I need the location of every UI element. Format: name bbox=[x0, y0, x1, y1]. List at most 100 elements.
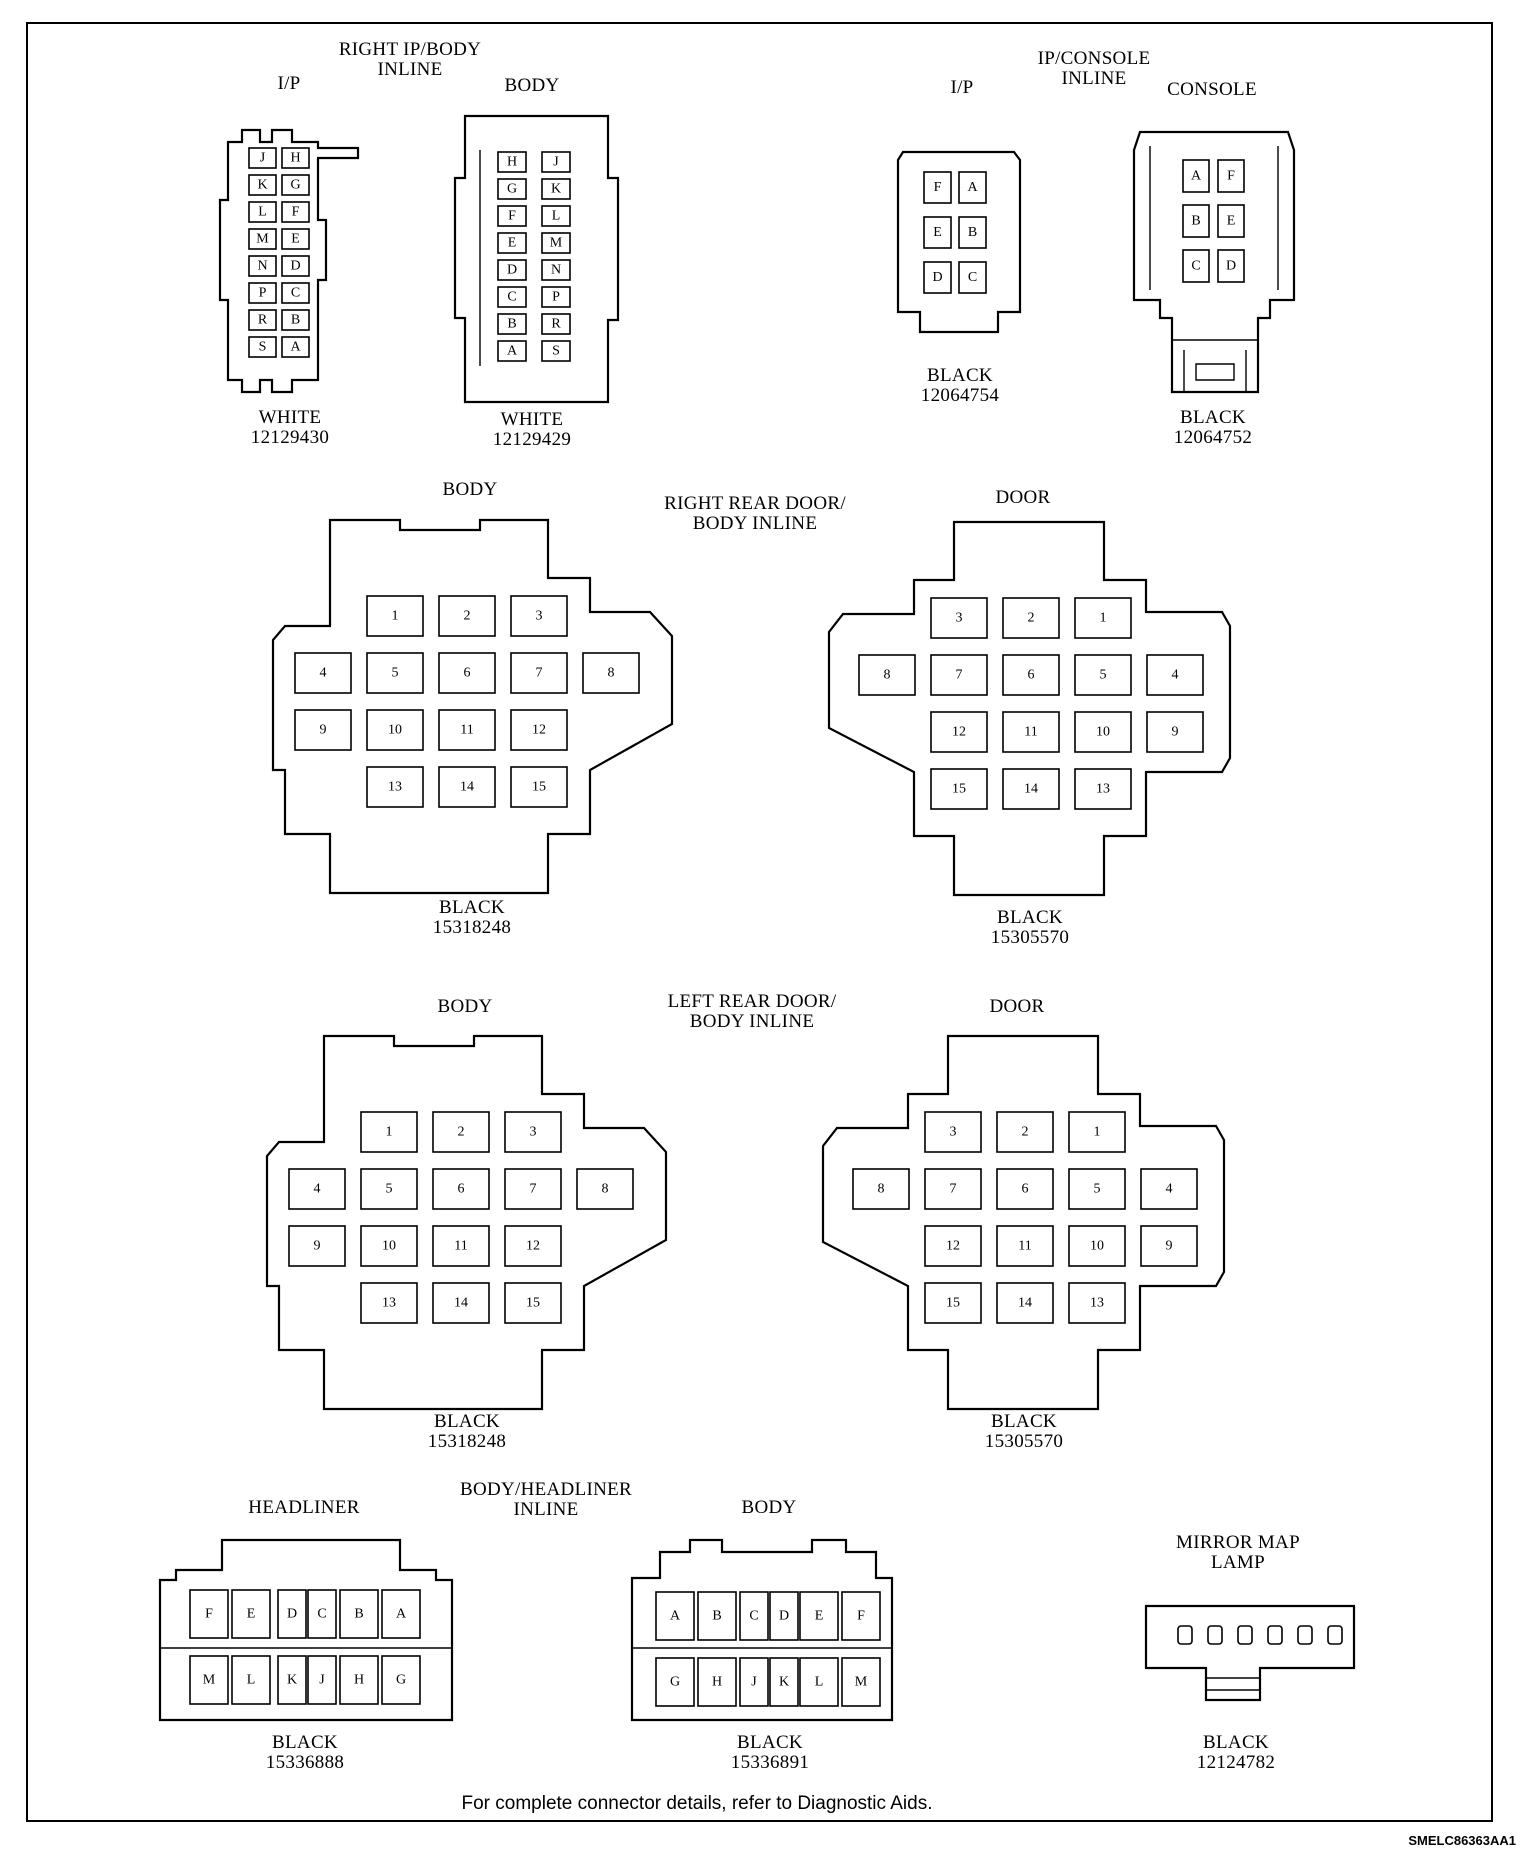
ipb-ip-pin-N: N bbox=[248, 255, 277, 277]
mirror-cavity bbox=[1297, 1625, 1313, 1645]
pin-label: D bbox=[779, 1609, 789, 1624]
rr-body-pin-15: 15 bbox=[510, 766, 568, 808]
ipb-ip-pin-S: S bbox=[248, 336, 277, 358]
pin-label: 2 bbox=[464, 609, 471, 624]
pin-label: 14 bbox=[460, 780, 474, 795]
cavity-box bbox=[1002, 768, 1060, 810]
pin-label: F bbox=[508, 209, 516, 224]
cavity-box bbox=[248, 201, 277, 223]
bh-headliner-pin-B: B bbox=[339, 1589, 379, 1639]
ipb-ip-pin-R: R bbox=[248, 309, 277, 331]
rr-door-pin-12: 12 bbox=[930, 711, 988, 753]
ipb-body-pin-J: J bbox=[541, 151, 571, 173]
pin-label: 8 bbox=[884, 668, 891, 683]
rr-door-pin-5: 5 bbox=[1074, 654, 1132, 696]
cavity-box bbox=[248, 309, 277, 331]
cavity-box bbox=[288, 1225, 346, 1267]
pin-label: E bbox=[1227, 214, 1236, 229]
cavity-box bbox=[360, 1225, 418, 1267]
bh-body-pin-F: F bbox=[841, 1591, 881, 1641]
cavity-box bbox=[248, 336, 277, 358]
cavity-box bbox=[277, 1589, 307, 1639]
ipb-ip-shell bbox=[218, 128, 360, 394]
cavity-box bbox=[655, 1657, 695, 1707]
pin-label: 13 bbox=[388, 780, 402, 795]
ipc-ip-shell bbox=[896, 150, 1022, 334]
rr-door-pin-1: 1 bbox=[1074, 597, 1132, 639]
rr-door-pin-6: 6 bbox=[1002, 654, 1060, 696]
pin-label: 12 bbox=[952, 725, 966, 740]
connector-title-lr-body: BODY bbox=[437, 996, 493, 1017]
rr-door-pin-7: 7 bbox=[930, 654, 988, 696]
bh-body-pin-C: C bbox=[739, 1591, 769, 1641]
cavity-box bbox=[510, 766, 568, 808]
pin-label: 4 bbox=[1172, 668, 1179, 683]
bh-headliner-shell bbox=[158, 1538, 454, 1722]
cavity-box bbox=[799, 1657, 839, 1707]
cavity-box bbox=[497, 232, 527, 254]
ipb-body-pin-S: S bbox=[541, 340, 571, 362]
pin-label: E bbox=[508, 236, 517, 251]
rr-body-pin-9: 9 bbox=[294, 709, 352, 751]
ipb-body-pin-B: B bbox=[497, 313, 527, 335]
rr-body-pin-10: 10 bbox=[366, 709, 424, 751]
pin-label: 7 bbox=[950, 1182, 957, 1197]
cavity-box bbox=[769, 1657, 799, 1707]
cavity-box bbox=[996, 1282, 1054, 1324]
bh-headliner-pin-J: J bbox=[307, 1655, 337, 1705]
cavity-box bbox=[1068, 1111, 1126, 1153]
rr-body-pin-3: 3 bbox=[510, 595, 568, 637]
bh-body-shell bbox=[630, 1538, 894, 1722]
rr-body-pin-12: 12 bbox=[510, 709, 568, 751]
cavity-box bbox=[769, 1591, 799, 1641]
lr-door-pin-11: 11 bbox=[996, 1225, 1054, 1267]
pin-label: 12 bbox=[532, 723, 546, 738]
cavity-box bbox=[189, 1655, 229, 1705]
pin-label: K bbox=[257, 178, 267, 193]
cavity-box bbox=[1217, 204, 1245, 238]
pin-label: H bbox=[290, 151, 300, 166]
cavity-box bbox=[958, 216, 987, 249]
pin-label: G bbox=[507, 182, 517, 197]
ipb-body-pin-R: R bbox=[541, 313, 571, 335]
ipb-body-pin-G: G bbox=[497, 178, 527, 200]
mirror-cavity bbox=[1207, 1625, 1223, 1645]
ipb-ip-pin-M: M bbox=[248, 228, 277, 250]
pin-label: 10 bbox=[388, 723, 402, 738]
pin-label: 10 bbox=[382, 1239, 396, 1254]
rr-door-pin-13: 13 bbox=[1074, 768, 1132, 810]
cavity-box bbox=[697, 1657, 737, 1707]
cavity-box bbox=[1182, 204, 1210, 238]
pin-label: 7 bbox=[536, 666, 543, 681]
pin-label: 3 bbox=[950, 1125, 957, 1140]
pin-label: 15 bbox=[532, 780, 546, 795]
ipc-console-pin-C: C bbox=[1182, 249, 1210, 283]
pin-label: B bbox=[1191, 214, 1200, 229]
pin-label: 8 bbox=[608, 666, 615, 681]
pin-label: M bbox=[203, 1673, 216, 1688]
pin-label: B bbox=[712, 1609, 721, 1624]
rr-body-pin-5: 5 bbox=[366, 652, 424, 694]
pin-label: F bbox=[934, 180, 942, 195]
pin-label: 5 bbox=[386, 1182, 393, 1197]
pin-label: E bbox=[247, 1607, 256, 1622]
cavity-box bbox=[248, 147, 277, 169]
lr-door-pin-4: 4 bbox=[1140, 1168, 1198, 1210]
rr-door-pin-8: 8 bbox=[858, 654, 916, 696]
cavity-box bbox=[541, 286, 571, 308]
pin-label: G bbox=[670, 1675, 680, 1690]
pin-label: B bbox=[507, 317, 516, 332]
mirror-cavity bbox=[1267, 1625, 1283, 1645]
pin-label: 14 bbox=[1024, 782, 1038, 797]
pin-label: 9 bbox=[314, 1239, 321, 1254]
cavity-box bbox=[432, 1282, 490, 1324]
cavity-box bbox=[438, 652, 496, 694]
pin-label: 5 bbox=[1100, 668, 1107, 683]
mirror-cavity bbox=[1327, 1625, 1343, 1645]
